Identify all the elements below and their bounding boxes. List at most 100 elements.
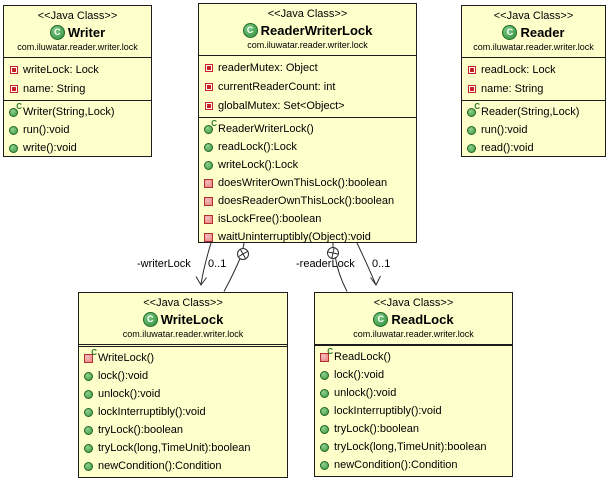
association-readlock-label[interactable]: -readerLock — [296, 258, 355, 270]
member-row[interactable]: lockInterruptibly():void — [315, 402, 512, 420]
class-readerwriterlock-header: <<Java Class>> C ReaderWriterLock com.il… — [199, 4, 416, 55]
member-row[interactable]: globalMutex: Set<Object> — [199, 96, 416, 115]
member-row[interactable]: Writer(String,Lock) — [4, 102, 151, 121]
member-row[interactable]: name: String — [462, 79, 605, 98]
member-label: readLock: Lock — [481, 63, 556, 76]
class-readerwriterlock[interactable]: <<Java Class>> C ReaderWriterLock com.il… — [198, 3, 417, 243]
field-private-icon — [468, 84, 476, 93]
stereotype-label: <<Java Class>> — [267, 8, 348, 20]
member-row[interactable]: tryLock():boolean — [315, 420, 512, 438]
association-readlock-multiplicity[interactable]: 0..1 — [372, 258, 391, 270]
member-label: writeLock():Lock — [218, 159, 299, 171]
member-row[interactable]: tryLock():boolean — [79, 421, 287, 439]
member-label: Reader(String,Lock) — [481, 106, 580, 118]
member-label: unlock():void — [334, 387, 397, 399]
association-writerlock-label[interactable]: -writerLock — [137, 258, 191, 270]
member-row[interactable]: run():void — [4, 121, 151, 139]
member-row[interactable]: readLock():Lock — [199, 138, 416, 156]
package-label: com.iluwatar.reader.writer.lock — [122, 329, 244, 339]
class-writelock[interactable]: <<Java Class>> C WriteLock com.iluwatar.… — [78, 292, 288, 478]
association-writerlock-multiplicity[interactable]: 0..1 — [208, 258, 227, 270]
method-public-icon — [84, 425, 93, 435]
stereotype-label: <<Java Class>> — [143, 297, 223, 309]
class-name-row: C ReaderWriterLock — [199, 22, 416, 39]
member-row[interactable]: readerMutex: Object — [199, 58, 416, 77]
member-row[interactable]: Reader(String,Lock) — [462, 102, 605, 121]
member-row[interactable]: currentReaderCount: int — [199, 77, 416, 96]
java-class-icon: C — [142, 312, 158, 327]
package-label: com.iluwatar.reader.writer.lock — [473, 42, 594, 52]
ctor-public-icon — [9, 102, 22, 117]
member-row[interactable]: writeLock():Lock — [199, 156, 416, 174]
member-row[interactable]: lock():void — [315, 366, 512, 384]
methods-compartment: ReadLock()lock():void unlock():void lockIn… — [315, 345, 512, 476]
member-label: tryLock():boolean — [334, 423, 419, 435]
member-row[interactable]: ReadLock() — [315, 347, 512, 366]
member-row[interactable]: name: String — [4, 79, 151, 98]
method-private-icon — [204, 214, 213, 224]
fields-compartment-empty — [315, 344, 512, 345]
member-label: currentReaderCount: int — [218, 80, 336, 93]
member-label: WriteLock() — [98, 352, 155, 364]
member-label: lock():void — [98, 370, 149, 382]
package-label: com.iluwatar.reader.writer.lock — [17, 42, 138, 52]
class-writer[interactable]: <<Java Class>> C Writer com.iluwatar.rea… — [3, 5, 152, 157]
member-label: newCondition():Condition — [334, 459, 458, 471]
member-row[interactable]: newCondition():Condition — [79, 457, 287, 475]
method-public-icon — [320, 370, 329, 380]
member-row[interactable]: write():void — [4, 139, 151, 157]
member-label: isLockFree():boolean — [218, 213, 322, 225]
class-reader[interactable]: <<Java Class>> C Reader com.iluwatar.rea… — [461, 5, 606, 157]
member-row[interactable]: lock():void — [79, 367, 287, 385]
member-row[interactable]: readLock: Lock — [462, 60, 605, 79]
method-private-icon — [204, 178, 213, 188]
stereotype-label: <<Java Class>> — [37, 10, 118, 22]
member-label: tryLock(long,TimeUnit):boolean — [98, 442, 251, 454]
member-row[interactable]: writeLock: Lock — [4, 60, 151, 79]
field-private-icon — [10, 84, 18, 93]
class-writelock-header: <<Java Class>> C WriteLock com.iluwatar.… — [79, 293, 287, 344]
field-private-icon — [205, 101, 213, 110]
member-row[interactable]: run():void — [462, 121, 605, 139]
method-public-icon — [204, 142, 213, 152]
class-readlock[interactable]: <<Java Class>> C ReadLock com.iluwatar.r… — [314, 292, 513, 477]
association-readlock-edge[interactable] — [356, 242, 381, 286]
method-public-icon — [84, 371, 93, 381]
member-label: doesReaderOwnThisLock():boolean — [218, 195, 395, 207]
methods-compartment: WriteLock() lock():void unlock():voidlockI… — [79, 346, 287, 477]
java-class-icon: C — [49, 25, 65, 40]
class-readlock-header: <<Java Class>> C ReadLock com.iluwatar.r… — [315, 293, 512, 344]
class-name: WriteLock — [160, 312, 224, 327]
member-label: ReaderWriterLock() — [218, 123, 314, 135]
member-label: globalMutex: Set<Object> — [218, 99, 345, 112]
member-row[interactable]: read():void — [462, 139, 605, 157]
class-name-row: C Writer — [4, 24, 151, 41]
member-row[interactable]: unlock():void — [79, 385, 287, 403]
member-row[interactable]: tryLock(long,TimeUnit):boolean — [315, 438, 512, 456]
member-row[interactable]: doesReaderOwnThisLock():boolean — [199, 192, 416, 210]
method-public-icon — [320, 406, 329, 416]
association-writerlock-edge[interactable] — [195, 242, 212, 286]
member-row[interactable]: lockInterruptibly():void — [79, 403, 287, 421]
member-row[interactable]: ReaderWriterLock() — [199, 119, 416, 138]
member-label: Writer(String,Lock) — [23, 106, 115, 118]
method-public-icon — [320, 424, 329, 434]
stereotype-label: <<Java Class>> — [493, 10, 574, 22]
nesting-readlock-edge[interactable] — [327, 243, 348, 292]
method-public-icon — [204, 160, 213, 170]
member-row[interactable]: newCondition():Condition — [315, 456, 512, 474]
member-row[interactable]: tryLock(long,TimeUnit):boolean — [79, 439, 287, 457]
member-row[interactable]: isLockFree():boolean — [199, 210, 416, 228]
methods-compartment: Writer(String,Lock) run():void write():voi… — [4, 100, 151, 159]
field-private-icon — [205, 82, 213, 91]
class-reader-header: <<Java Class>> C Reader com.iluwatar.rea… — [462, 6, 605, 57]
member-row[interactable]: waitUninterruptibly(Object):void — [199, 228, 416, 246]
member-row[interactable]: doesWriterOwnThisLock():boolean — [199, 174, 416, 192]
member-label: run():void — [23, 124, 70, 136]
member-row[interactable]: unlock():void — [315, 384, 512, 402]
member-row[interactable]: WriteLock() — [79, 348, 287, 367]
nesting-writelock-edge[interactable] — [223, 242, 250, 292]
